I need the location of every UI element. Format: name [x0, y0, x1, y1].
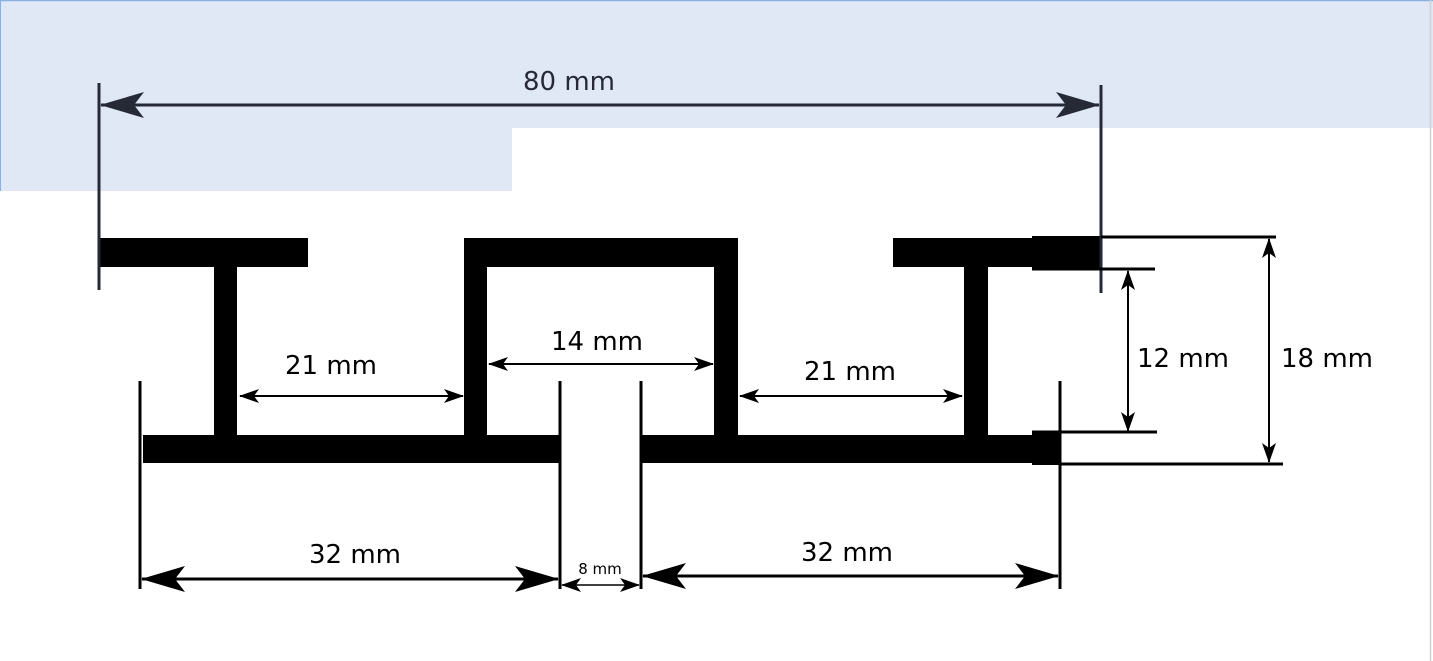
bottom-left-bar [143, 435, 560, 463]
label-32-right: 32 mm [801, 538, 893, 568]
extrusion-profile [99, 236, 1101, 465]
left-stem [214, 262, 237, 447]
label-32-left: 32 mm [309, 540, 401, 570]
label-14: 14 mm [551, 327, 643, 357]
label-8: 8 mm [578, 560, 622, 578]
extension-lines [97, 83, 1283, 589]
center-box-right-wall [714, 238, 738, 447]
bottom-right-tip [1032, 433, 1060, 465]
label-80: 80 mm [523, 67, 615, 97]
right-stem [964, 262, 988, 447]
selection-overlay [0, 0, 1433, 191]
label-12: 12 mm [1137, 344, 1229, 374]
label-18: 18 mm [1281, 344, 1373, 374]
center-box-top [464, 238, 738, 267]
center-box-left-wall [464, 238, 487, 447]
bottom-right-bar [641, 435, 1060, 463]
label-21-left: 21 mm [285, 351, 377, 381]
dimension-lines [100, 92, 1276, 592]
label-21-right: 21 mm [804, 357, 896, 387]
right-flange-tip [1032, 236, 1101, 270]
left-top-flange [99, 238, 308, 267]
